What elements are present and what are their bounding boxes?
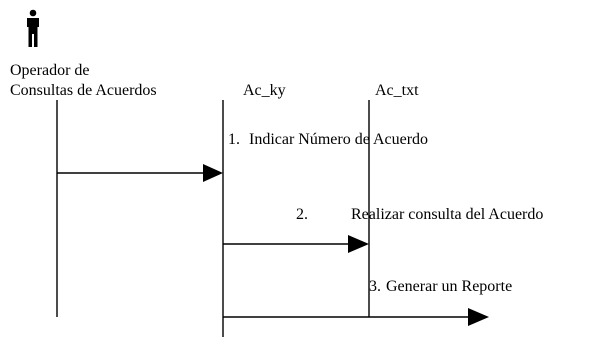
actor-ac-txt-label: Ac_txt — [375, 82, 419, 99]
message-3-number: 3. — [369, 278, 381, 295]
message-arrow-2 — [223, 235, 369, 253]
message-arrow-1 — [57, 164, 223, 182]
message-3-text: Generar un Reporte — [386, 278, 513, 295]
actor-operador-label-line2: Consultas de Acuerdos — [10, 82, 157, 99]
actor-ac-ky-label: Ac_ky — [243, 82, 286, 99]
actor-operador-label-line1: Operador de — [10, 62, 90, 79]
message-arrow-3 — [223, 308, 489, 326]
message-1-number: 1. — [228, 131, 240, 148]
message-2-text: Realizar consulta del Acuerdo — [351, 206, 544, 223]
stick-figure-icon — [27, 9, 39, 47]
message-1-text: Indicar Número de Acuerdo — [249, 131, 429, 148]
message-2-number: 2. — [296, 206, 308, 223]
